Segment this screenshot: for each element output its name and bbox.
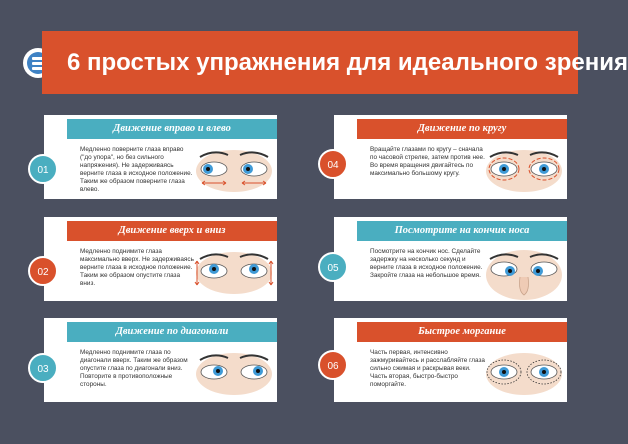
step-number: 02 xyxy=(28,256,58,286)
eyes-look-nose-icon xyxy=(486,250,562,300)
step-number: 05 xyxy=(318,252,348,282)
exercise-text: Медленно поверните глаза вправо ("до упо… xyxy=(80,146,193,193)
step-number: 06 xyxy=(318,350,348,380)
exercise-card-2: Движение вверх и вниз Медленно поднимите… xyxy=(44,217,277,301)
page-title: 6 простых упражнения для идеального зрен… xyxy=(67,49,628,76)
title-banner: 6 простых упражнения для идеального зрен… xyxy=(42,31,628,94)
exercise-title: Движение вправо и влево xyxy=(67,119,277,139)
exercise-title: Движение вверх и вниз xyxy=(67,221,277,241)
exercise-card-5: Посмотрите на кончик носа Посмотрите на … xyxy=(334,217,567,301)
eyes-look-up-icon xyxy=(194,252,274,294)
exercise-text: Медленно поднимите глаза по диагонали вв… xyxy=(80,349,188,388)
exercise-card-3: Движение по диагонали Медленно поднимите… xyxy=(44,318,277,402)
step-number: 01 xyxy=(28,154,58,184)
eyes-look-sideways-icon xyxy=(196,150,272,192)
exercise-card-4: Движение по кругу Вращайте глазами по кр… xyxy=(334,115,567,199)
exercise-title: Посмотрите на кончик носа xyxy=(357,221,567,241)
exercise-text: Часть первая, интенсивно зажмуривайтесь … xyxy=(370,349,485,388)
exercise-title: Быстрое моргание xyxy=(357,322,567,342)
exercise-card-6: Быстрое моргание Часть первая, интенсивн… xyxy=(334,318,567,402)
exercise-card-1: Движение вправо и влево Медленно поверни… xyxy=(44,115,277,199)
exercise-title: Движение по диагонали xyxy=(67,322,277,342)
step-number: 04 xyxy=(318,149,348,179)
eyes-look-diagonal-icon xyxy=(196,353,272,395)
exercise-title: Движение по кругу xyxy=(357,119,567,139)
step-number: 03 xyxy=(28,353,58,383)
exercise-text: Медленно поднимите глаза максимально вве… xyxy=(80,248,194,287)
eyes-circle-motion-icon xyxy=(486,150,562,192)
exercise-text: Вращайте глазами по кругу – сначала по ч… xyxy=(370,146,485,177)
eyes-blinking-icon xyxy=(486,353,562,395)
exercise-text: Посмотрите на кончик нос. Сделайте задер… xyxy=(370,248,483,279)
